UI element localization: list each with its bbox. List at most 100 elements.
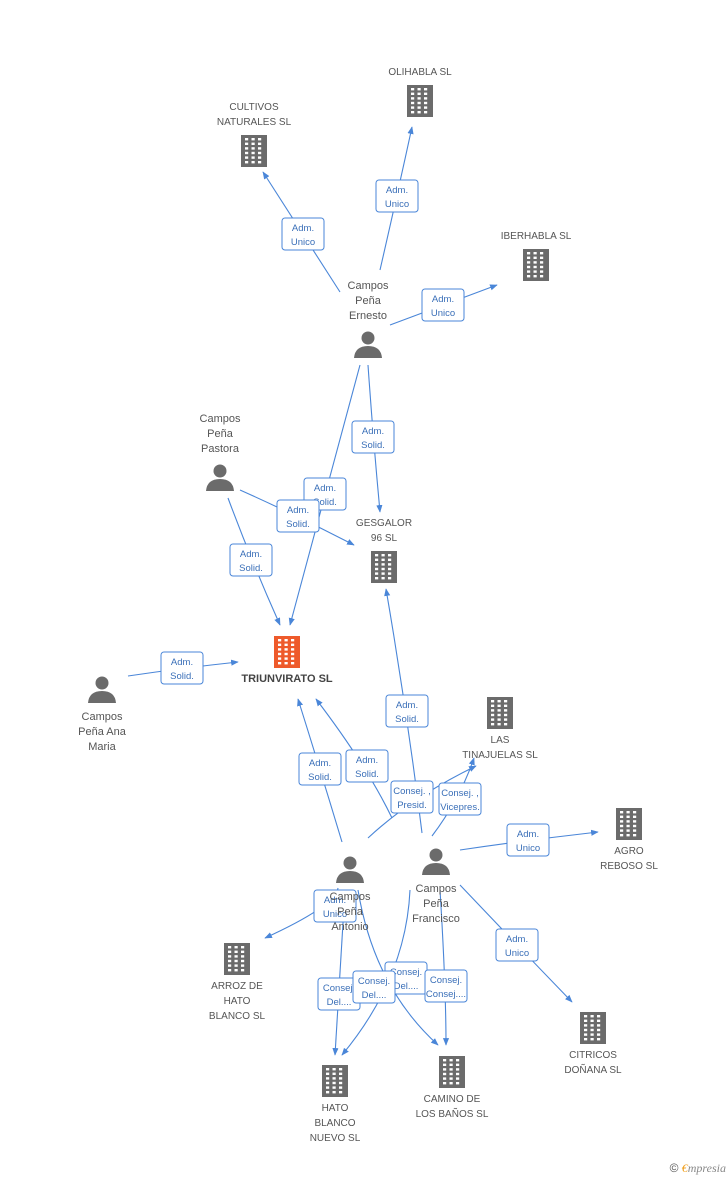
window-mark bbox=[527, 256, 531, 259]
person-icon bbox=[206, 464, 234, 491]
window-mark bbox=[504, 704, 508, 707]
edge-label-antonio-to-triunvirato[interactable]: Adm.Solid. bbox=[298, 752, 342, 786]
role-text: Unico bbox=[431, 308, 455, 319]
window-mark bbox=[234, 969, 238, 972]
window-mark bbox=[620, 820, 624, 823]
window-mark bbox=[626, 834, 630, 837]
node-label: Campos bbox=[348, 280, 389, 292]
window-mark bbox=[597, 1024, 601, 1027]
edge-label-pastora-to-gesgalor[interactable]: Adm.Solid. bbox=[276, 499, 320, 533]
edge-label-antonio-to-camino[interactable]: Consej.Del.... bbox=[352, 970, 396, 1004]
window-mark bbox=[228, 959, 232, 963]
edge-label-pastora-to-triunvirato[interactable]: Adm.Solid. bbox=[229, 543, 273, 577]
person-head bbox=[343, 856, 357, 870]
node-label: NUEVO SL bbox=[310, 1133, 361, 1144]
edge-label-anamaria-to-triunvirato[interactable]: Adm.Solid. bbox=[160, 651, 204, 685]
window-mark bbox=[626, 824, 630, 828]
window-mark bbox=[424, 97, 428, 100]
window-mark bbox=[584, 1019, 588, 1022]
window-mark bbox=[291, 643, 295, 646]
node-label: Campos bbox=[416, 883, 457, 895]
node-label: LOS BAÑOS SL bbox=[416, 1107, 489, 1120]
window-mark bbox=[245, 138, 249, 141]
edge-label-francisco-to-camino[interactable]: Consej.Consej.... bbox=[424, 969, 468, 1003]
window-mark bbox=[590, 1033, 594, 1036]
window-mark bbox=[584, 1033, 588, 1036]
window-mark bbox=[258, 138, 262, 141]
role-text: Solid. bbox=[355, 769, 379, 780]
role-text: Consej. bbox=[390, 967, 422, 978]
node-iberhabla[interactable]: IBERHABLA SL bbox=[501, 231, 572, 281]
window-mark bbox=[533, 270, 537, 273]
role-text: Adm. bbox=[506, 934, 528, 945]
window-mark bbox=[527, 252, 531, 255]
window-mark bbox=[241, 950, 245, 953]
person-head bbox=[361, 331, 375, 345]
window-mark bbox=[620, 811, 624, 814]
window-mark bbox=[449, 1077, 453, 1080]
window-mark bbox=[584, 1038, 588, 1041]
edge-label-ernesto-to-cultivos[interactable]: Adm.Unico bbox=[281, 217, 325, 251]
window-mark bbox=[456, 1072, 460, 1076]
node-label: 96 SL bbox=[371, 533, 398, 544]
window-mark bbox=[626, 820, 630, 823]
window-mark bbox=[234, 959, 238, 963]
edge-label-antonio-to-arroz[interactable]: Adm.Unico bbox=[313, 889, 357, 923]
role-badge bbox=[298, 752, 342, 786]
window-mark bbox=[456, 1068, 460, 1071]
node-label: BLANCO bbox=[314, 1118, 355, 1129]
role-badge bbox=[421, 288, 465, 322]
edge-label-francisco-to-citricos[interactable]: Adm.Unico bbox=[495, 928, 539, 962]
edge-label-francisco-to-agro[interactable]: Adm.Unico bbox=[506, 823, 550, 857]
window-mark bbox=[332, 1086, 336, 1089]
company-icon bbox=[523, 249, 549, 281]
role-text: Consej. , bbox=[441, 788, 479, 799]
window-mark bbox=[388, 558, 392, 561]
node-label: ARROZ DE bbox=[211, 981, 263, 992]
window-mark bbox=[417, 97, 421, 100]
window-mark bbox=[424, 88, 428, 91]
role-text: Unico bbox=[516, 843, 540, 854]
window-mark bbox=[497, 704, 501, 707]
window-mark bbox=[497, 709, 501, 712]
role-text: Unico bbox=[385, 199, 409, 210]
window-mark bbox=[284, 652, 288, 656]
node-triunvirato[interactable]: TRIUNVIRATO SL bbox=[241, 636, 333, 685]
window-mark bbox=[504, 713, 508, 717]
window-mark bbox=[497, 723, 501, 726]
node-label: LAS bbox=[491, 735, 510, 746]
node-label: Pastora bbox=[201, 443, 240, 455]
role-badge bbox=[351, 420, 395, 454]
window-mark bbox=[241, 969, 245, 972]
window-mark bbox=[278, 662, 282, 665]
window-mark bbox=[626, 829, 630, 832]
window-mark bbox=[424, 101, 428, 105]
edge-label-francisco-to-gesgalor[interactable]: Adm.Solid. bbox=[385, 694, 429, 728]
edge-label-ernesto-to-gesgalor[interactable]: Adm.Solid. bbox=[351, 420, 395, 454]
edge-label-francisco-to-tinajuelas[interactable]: Consej. ,Vicepres. bbox=[438, 782, 482, 816]
edge-label-ernesto-to-iberhabla[interactable]: Adm.Unico bbox=[421, 288, 465, 322]
edge-label-antonio-to-tinajuelas[interactable]: Consej. ,Presid. bbox=[390, 780, 434, 814]
edge-label-ernesto-to-olihabla[interactable]: Adm.Unico bbox=[375, 179, 419, 213]
edge-label-francisco-to-triunvirato[interactable]: Adm.Solid. bbox=[345, 749, 389, 783]
node-label: Peña bbox=[207, 428, 234, 440]
role-badge bbox=[424, 969, 468, 1003]
window-mark bbox=[491, 723, 495, 726]
window-mark bbox=[527, 265, 531, 269]
edge-label-antonio-to-hato[interactable]: Consej.Del.... bbox=[317, 977, 361, 1011]
window-mark bbox=[381, 577, 385, 580]
node-olihabla[interactable]: OLIHABLA SL bbox=[388, 67, 452, 117]
